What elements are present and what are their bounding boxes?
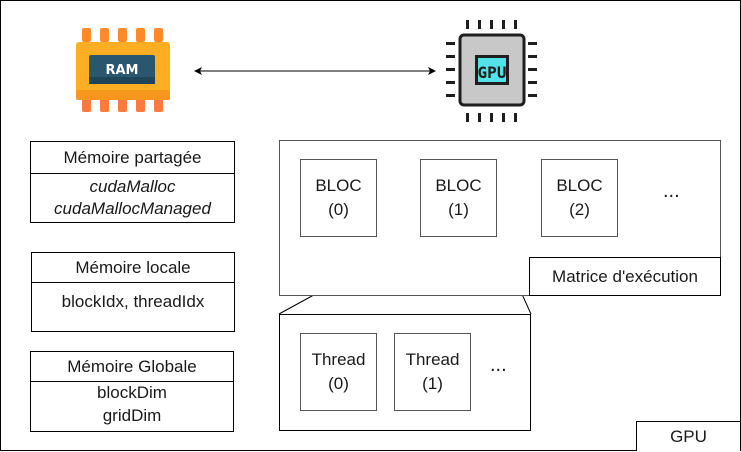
thread-index: (1) xyxy=(422,374,443,393)
block-name: BLOC xyxy=(315,176,362,195)
execution-grid-label: Matrice d'exécution xyxy=(529,257,721,296)
memory-local-header: Mémoire locale xyxy=(32,253,234,283)
ram-label: RAM xyxy=(105,63,138,78)
block-index: (1) xyxy=(448,200,469,219)
memory-shared-item: cudaMallocManaged xyxy=(54,199,211,218)
memory-global-box: Mémoire Globale blockDim gridDim xyxy=(30,351,234,432)
memory-shared-header: Mémoire partagée xyxy=(31,142,234,174)
gpu-chip-icon: GPU xyxy=(446,20,537,122)
block-index: (0) xyxy=(328,200,349,219)
block-index: (2) xyxy=(569,200,590,219)
memory-shared-item: cudaMalloc xyxy=(89,177,176,196)
gpu-container-label: GPU xyxy=(636,421,740,451)
thread-1: Thread (1) xyxy=(394,333,471,411)
thread-name: Thread xyxy=(311,350,366,369)
memory-global-item: gridDim xyxy=(102,406,162,425)
memory-global-item: blockDim xyxy=(97,383,167,402)
block-name: BLOC xyxy=(556,176,603,195)
threads-ellipsis: ... xyxy=(490,354,507,376)
memory-local-item: blockIdx, threadIdx xyxy=(61,292,205,311)
block-2: BLOC (2) xyxy=(541,159,618,237)
memory-local-box: Mémoire locale blockIdx, threadIdx xyxy=(31,252,235,332)
block-1: BLOC (1) xyxy=(420,159,497,237)
block-0: BLOC (0) xyxy=(300,159,377,237)
block-name: BLOC xyxy=(435,176,482,195)
memory-shared-box: Mémoire partagée cudaMalloc cudaMallocMa… xyxy=(30,141,235,223)
thread-index: (0) xyxy=(328,374,349,393)
thread-0: Thread (0) xyxy=(300,333,377,411)
memory-global-header: Mémoire Globale xyxy=(31,352,233,382)
gpu-chip-label: GPU xyxy=(478,63,507,82)
blocks-ellipsis: ... xyxy=(663,180,680,202)
thread-name: Thread xyxy=(405,350,460,369)
ram-icon: RAM xyxy=(76,28,170,112)
